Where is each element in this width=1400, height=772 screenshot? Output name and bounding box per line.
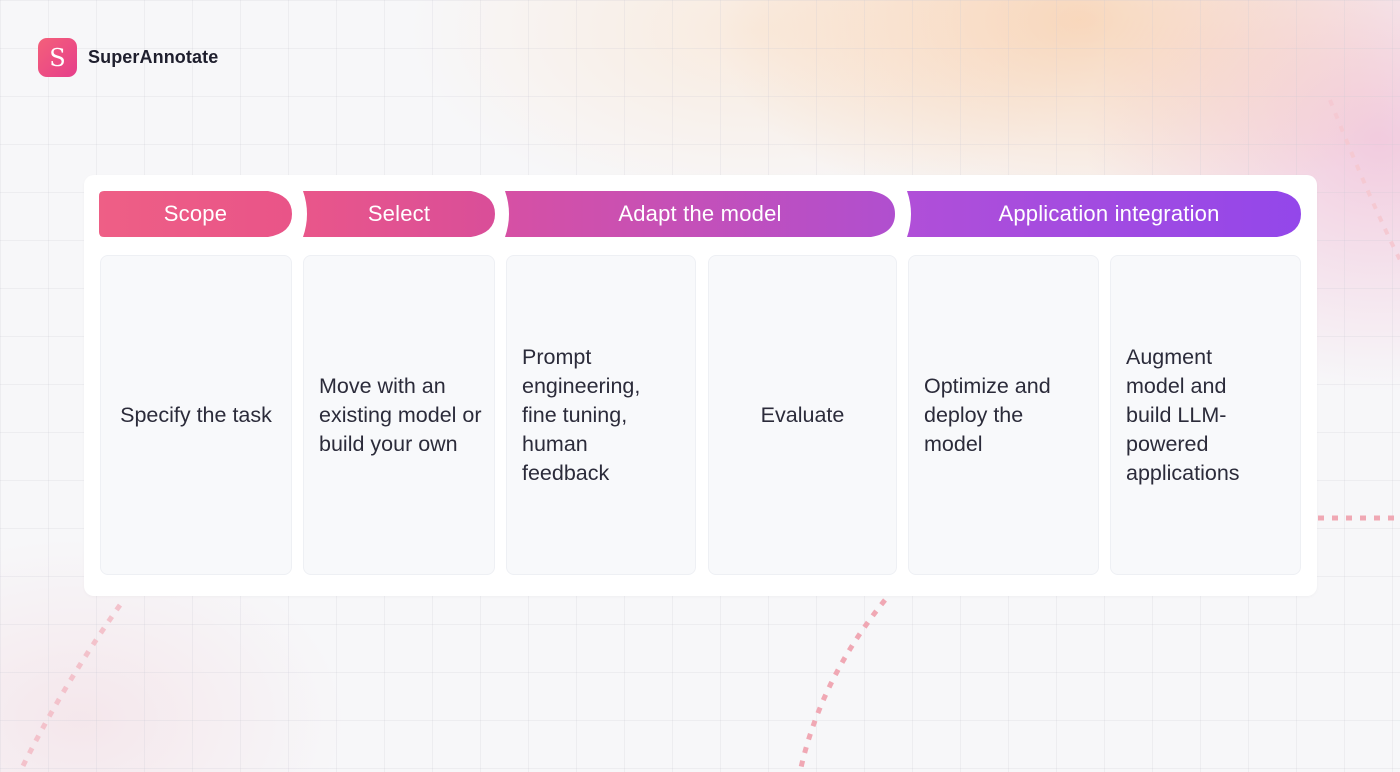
phase-banners [99,191,1301,237]
step-text: Move with an existing model or build you… [319,373,482,456]
llm-workflow-diagram: Scope Select Adapt the model Application… [84,175,1317,596]
step-text: Evaluate [760,402,845,427]
brand-logo: S [38,38,77,77]
step-card-adapt-methods: Prompt engineering, fine tuning, human f… [506,255,696,575]
step-text: Prompt engineering, fine tuning, human f… [522,344,641,485]
step-text: Augment model and build LLM-powered appl… [1126,344,1240,485]
brand-name: SuperAnnotate [88,47,219,67]
phase-select-banner [303,191,495,237]
step-text: Optimize and deploy the model [924,373,1051,456]
brand[interactable]: S SuperAnnotate [38,38,218,77]
step-card-optimize-deploy: Optimize and deploy the model [908,255,1099,575]
phase-application-label: Application integration [998,201,1220,226]
step-card-augment-build: Augment model and build LLM-powered appl… [1110,255,1301,575]
step-card-select-model: Move with an existing model or build you… [303,255,495,575]
step-card-specify-task: Specify the task [100,255,292,575]
step-text: Specify the task [120,402,272,427]
phase-application-banner [907,191,1301,237]
phase-select-label: Select [367,201,431,226]
brand-logo-letter: S [49,43,66,72]
phase-scope-label: Scope [163,201,228,226]
phase-adapt-banner [505,191,895,237]
step-card-evaluate: Evaluate [708,255,897,575]
phase-adapt-label: Adapt the model [618,201,782,226]
phase-scope-banner [99,191,292,237]
